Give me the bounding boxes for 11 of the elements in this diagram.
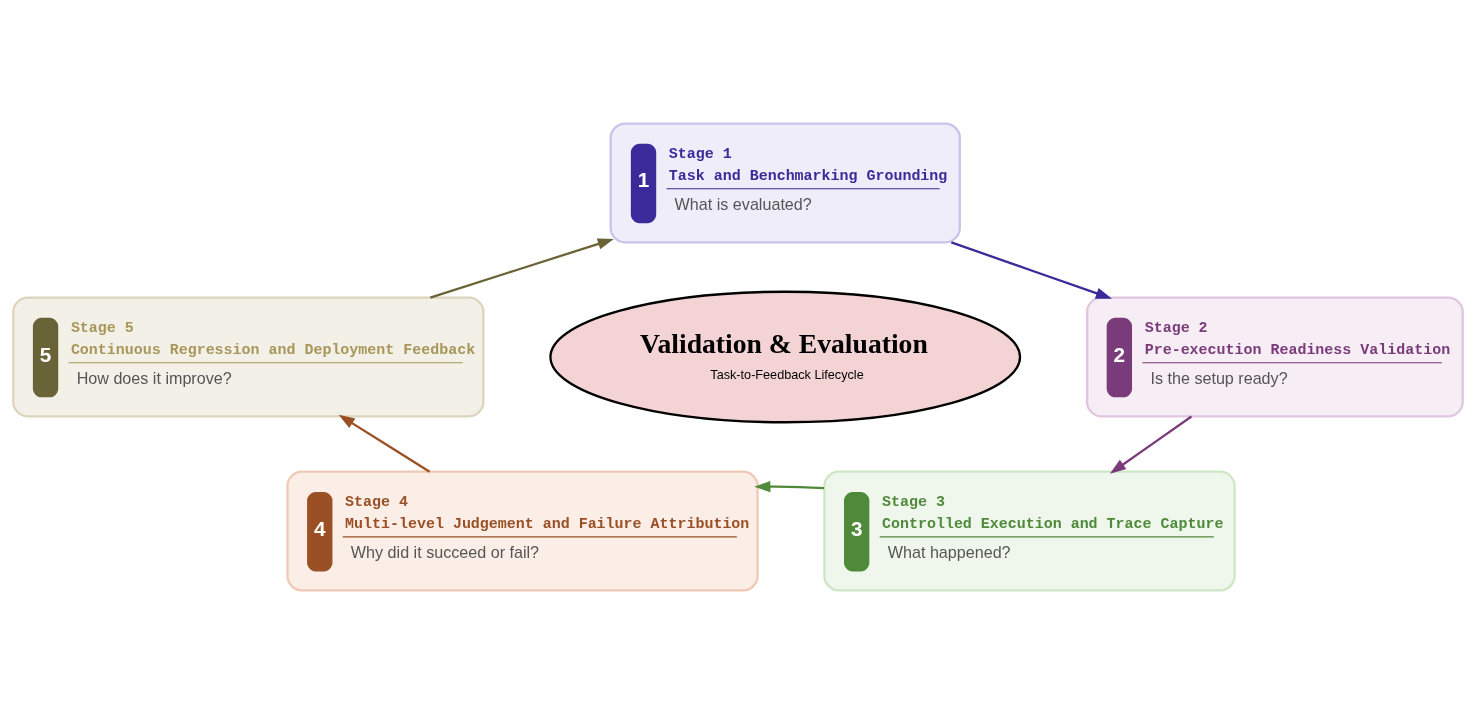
arrow	[429, 238, 614, 299]
node-box: 3 Stage 3 Controlled Execution and Trace Capture What happened?	[823, 470, 1236, 592]
node-ellipse: Validation & Evaluation Task-to-Feedback Lifecycle	[549, 290, 1022, 424]
node-box: 2 Stage 2 Pre-execution Readiness Validation Is the setup ready?	[1085, 296, 1464, 418]
node-box: 1 Stage 1 Task and Benchmarking Grounding What is evaluated?	[609, 122, 961, 244]
arrow	[338, 414, 431, 473]
arrow	[1109, 415, 1193, 474]
arrow	[950, 241, 1112, 299]
node-box: 4 Stage 4 Multi-level Judgement and Failure Attribution Why did it succeed or fail?	[286, 470, 759, 592]
node-box: 5 Stage 5 Continuous Regression and Deployment Feedback How does it improve?	[12, 296, 485, 418]
arrow	[754, 480, 825, 493]
